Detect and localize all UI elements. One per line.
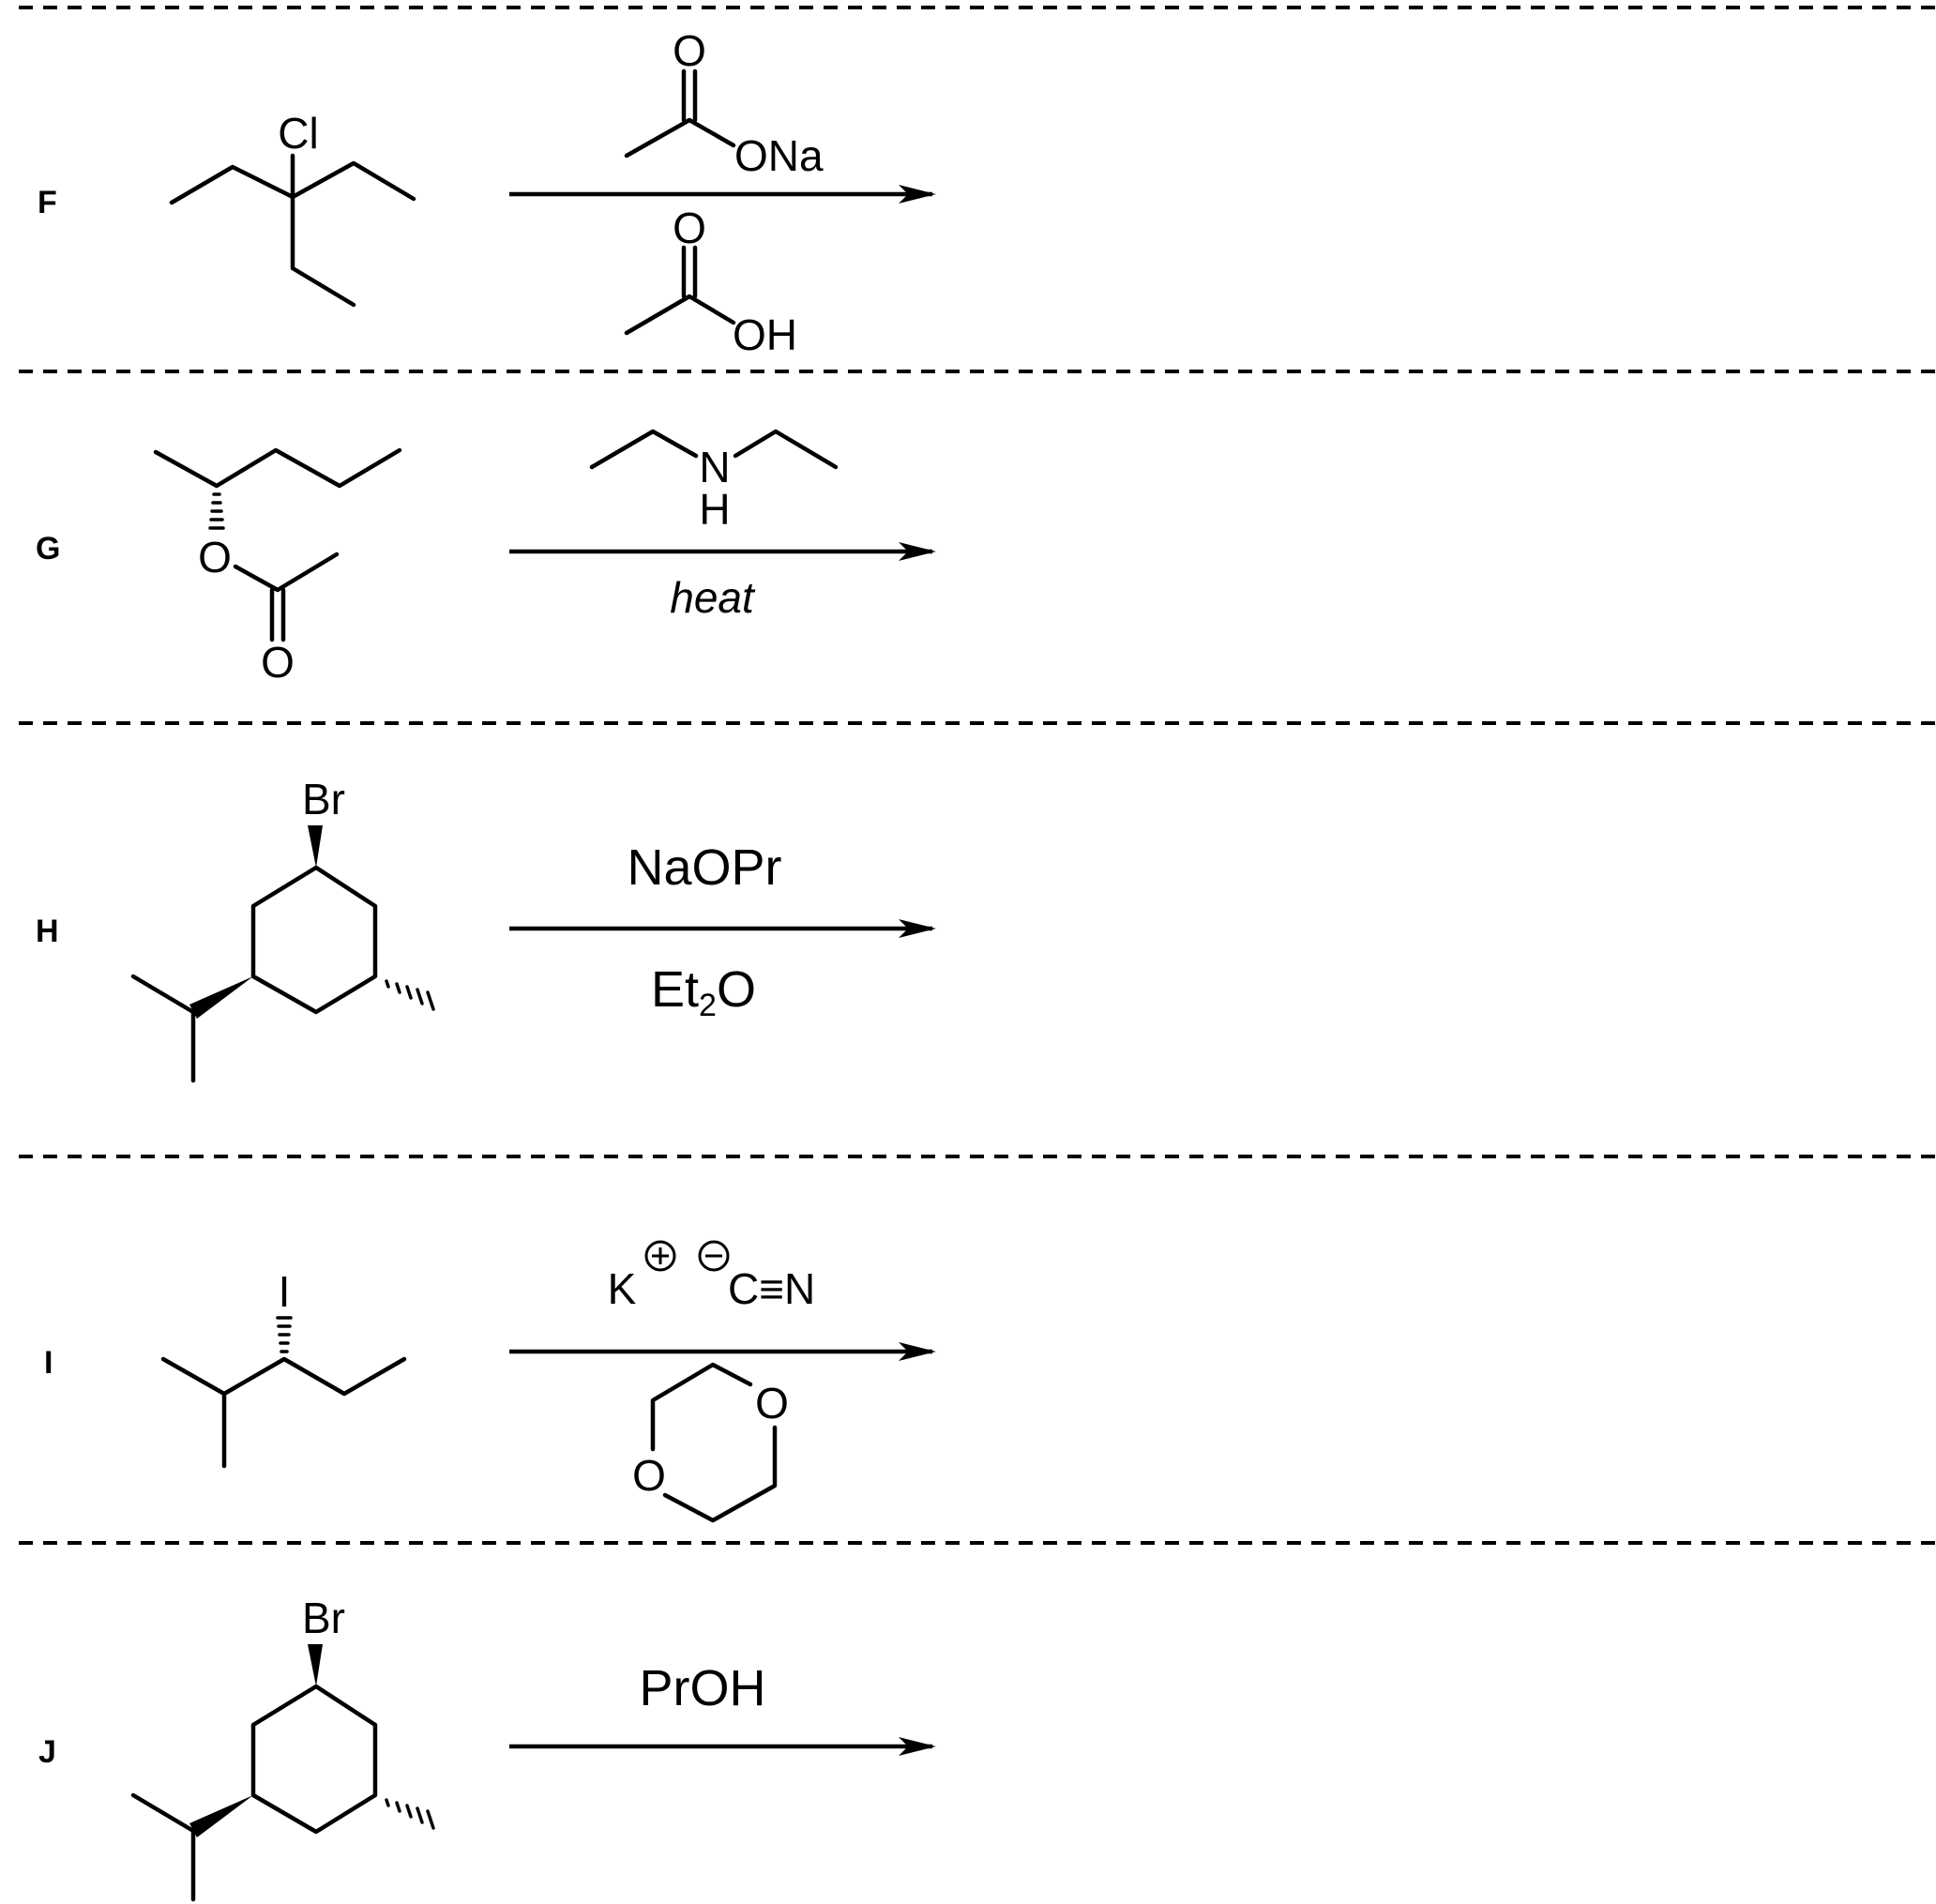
ether-prefix: Et [651,961,699,1018]
carbonyl-oxygen: O [673,204,706,252]
bond [681,68,698,123]
positive-charge-icon [644,1240,676,1272]
hashed-wedge-bond [276,1316,293,1353]
sodium-oxide-group: ONa [734,131,824,180]
hash [426,990,435,1011]
cyclohexane-ring [250,865,378,1015]
bromine-atom: Br [302,1594,345,1642]
bond [662,1425,778,1523]
bond [650,1362,753,1452]
bond [269,587,286,642]
bromine-atom: Br [302,775,345,824]
bond [733,429,839,470]
hashed-wedge-bond [385,979,435,1011]
reactant-f-3-chloro-3-ethylpentane: Cl [169,109,416,308]
heat-condition: heat [670,573,756,622]
reactant-j-substituted-bromocyclohexane: Br [130,1594,435,1902]
negative-charge-icon [698,1240,730,1272]
hash [426,1809,435,1830]
bond [130,974,196,1083]
bond [153,447,402,489]
problem-label: G [36,531,60,567]
wedge-bond [189,976,253,1019]
reactant-g-2-pentyl-acetate: O O [153,447,402,687]
reagent-propanol: PrOH [640,1660,766,1716]
problem-g: G O O N H heat [36,429,936,687]
bond [589,429,699,470]
reagent-f-sodium-acetate: O ONa [624,26,824,180]
reagent-f-acetic-acid: O OH [624,204,797,359]
problem-label: I [44,1345,53,1381]
reactant-i-iodo-alkane: I [160,1267,407,1469]
chlorine-atom: Cl [278,109,318,158]
carbonyl-oxygen: O [261,638,295,687]
carbonyl-oxygen: O [673,26,706,75]
reagent-i-potassium-cyanide: K C≡N [608,1240,815,1313]
hash [405,1804,413,1819]
reactant-h-substituted-bromocyclohexane: Br [130,775,435,1083]
problem-label: F [38,185,57,220]
potassium-cation: K [608,1264,637,1313]
hashed-wedge-bond [385,1798,435,1830]
cyanide-anion: C≡N [728,1264,815,1313]
amine-hydrogen: H [699,485,730,534]
reagent-sodium-propoxide: NaOPr [627,839,781,896]
reagent-i-1-4-dioxane: O O [632,1362,789,1523]
bond [681,245,698,299]
problem-h: H Br NaOPr Et2O [36,775,936,1083]
problem-j: J Br PrOH [38,1594,936,1902]
wedge-bond [308,1644,323,1686]
bond [130,1792,196,1902]
hash [395,1801,401,1813]
bond [624,294,736,336]
solvent-diethyl-ether: Et2O [651,961,756,1023]
hash [395,982,401,994]
problem-label: H [36,914,59,949]
reagent-g-diethylamine: N H [589,429,839,534]
problem-label: J [38,1734,56,1770]
bond [624,117,736,159]
ether-oxygen: O [755,1379,789,1428]
hash [416,988,424,1005]
nitrogen-atom: N [699,443,730,491]
bond [233,552,340,593]
ether-suffix: O [717,961,756,1018]
cyclohexane-ring [250,1684,378,1835]
ester-oxygen: O [198,533,232,582]
problem-f: F Cl O ONa O OH [38,26,936,359]
wedge-bond [308,825,323,868]
bond [290,194,356,308]
hash [416,1806,424,1824]
wedge-bond [189,1795,253,1837]
ether-subscript: 2 [699,988,717,1023]
hashed-wedge-bond [208,492,225,530]
bond [160,1356,407,1397]
hash [385,1798,390,1807]
section-dividers [19,6,1936,1545]
hash [405,985,413,1000]
problem-i: I I K C≡N [44,1240,936,1523]
ether-oxygen: O [632,1451,666,1500]
hydroxyl-group: OH [733,310,797,359]
hash [385,979,390,989]
iodine-atom: I [279,1267,291,1316]
